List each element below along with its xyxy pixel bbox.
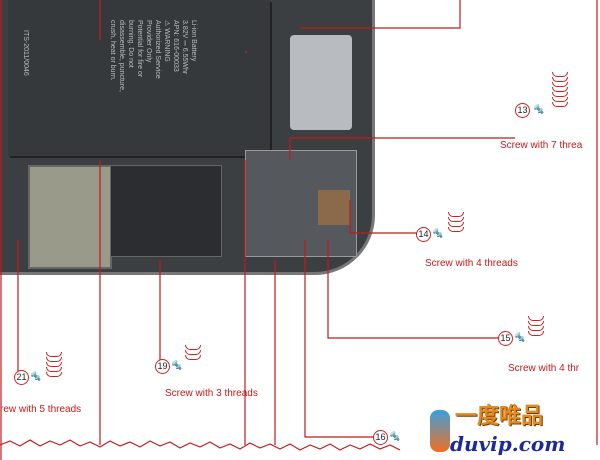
watermark-cn: 一度唯品 bbox=[455, 403, 544, 428]
callout-number: 16 bbox=[373, 430, 388, 445]
threads-icon bbox=[46, 352, 62, 377]
leader-line bbox=[349, 200, 420, 234]
callout-number: 14 bbox=[416, 227, 431, 242]
screw-icon: 🔩 bbox=[389, 431, 401, 441]
screw-icon: 🔩 bbox=[533, 104, 545, 114]
screw-icon: 🔩 bbox=[30, 371, 42, 381]
callout-label: rew with 5 threads bbox=[0, 404, 82, 415]
logic-board bbox=[110, 165, 222, 257]
watermark-en: duvip.com bbox=[450, 432, 566, 456]
threads-icon bbox=[552, 72, 568, 107]
callout-label: Screw with 4 threads bbox=[425, 258, 518, 269]
screw-icon: 🔩 bbox=[514, 332, 526, 342]
watermark-logo-icon bbox=[430, 410, 450, 452]
callout-number: 19 bbox=[155, 359, 170, 374]
callout-label: Screw with 3 threads bbox=[165, 388, 258, 399]
callout-number: 15 bbox=[498, 331, 513, 346]
callout-label: Screw with 7 threa bbox=[500, 140, 583, 151]
screw-icon: 🔩 bbox=[171, 360, 183, 370]
sim-tray bbox=[28, 165, 112, 269]
callout-number: 13 bbox=[515, 103, 530, 118]
torn-edge bbox=[0, 439, 401, 451]
threads-icon bbox=[185, 345, 201, 360]
threads-icon bbox=[448, 212, 464, 232]
camera-module bbox=[318, 190, 350, 225]
leader-line bbox=[304, 240, 375, 438]
leader-line bbox=[99, 0, 461, 40]
battery: Li-ion Battery 3.82V ⎓ 6.55Whr APN: 616-… bbox=[8, 0, 270, 156]
screw-icon: 🔩 bbox=[432, 228, 444, 238]
callout-label: Screw with 4 thr bbox=[508, 363, 580, 374]
threads-icon bbox=[528, 316, 544, 336]
callout-number: 21 bbox=[14, 370, 29, 385]
shield-plate bbox=[290, 35, 352, 130]
leader-line bbox=[245, 51, 515, 160]
leader-line bbox=[15, 240, 20, 377]
leader-line bbox=[99, 160, 276, 445]
leader-line bbox=[327, 240, 500, 339]
